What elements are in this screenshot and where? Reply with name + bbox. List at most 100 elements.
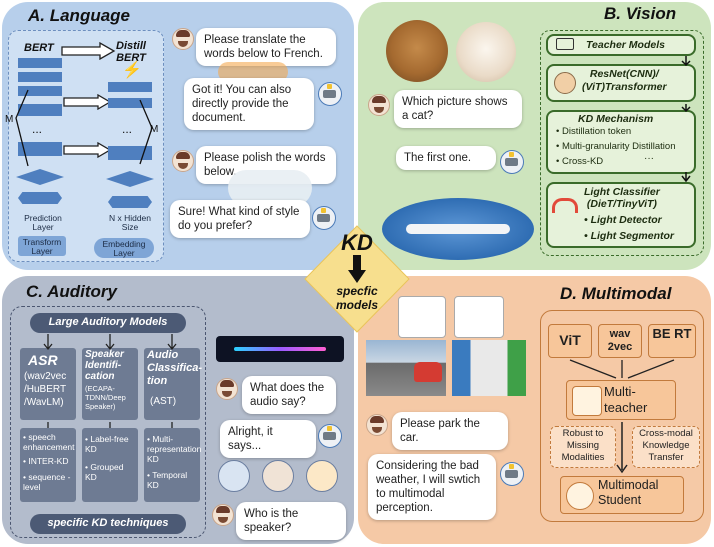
teacher-models-box <box>546 34 696 56</box>
people-icon <box>306 460 338 492</box>
bert-layer <box>18 72 62 82</box>
teacher-arrows <box>569 359 675 379</box>
technique: • Grouped KD <box>85 462 124 482</box>
technique: • sequence -level <box>23 472 71 492</box>
mechanism-item: • Cross-KD <box>556 156 604 167</box>
cross-modal-label: Cross-modal Knowledge Transfer <box>639 428 693 463</box>
chat-message: Please translate the words below to Fren… <box>196 28 336 66</box>
asr-detail: (wav2vec /HuBERT /WavLM) <box>24 371 67 408</box>
vision-arrows <box>681 56 691 183</box>
student-arrow <box>616 422 628 474</box>
chat-message: Sure! What kind of style do you prefer? <box>170 200 310 238</box>
embedding-layer-label: Embedding Layer <box>102 239 146 258</box>
distill-arrow-3 <box>63 142 112 158</box>
embedding-layer-box <box>94 238 154 258</box>
light-classifier-label: Light Classifier(DieT/TinyViT) <box>584 186 660 210</box>
speaker-label: Speaker Identifi-cation <box>85 349 124 382</box>
multi-teacher-label: Multi-teacher <box>604 384 648 415</box>
wav2vec-box: wav 2vec <box>598 324 642 358</box>
asr-techniques <box>20 428 76 502</box>
audio-box <box>144 348 200 420</box>
light-models-box <box>546 182 696 248</box>
bert-layer <box>18 142 62 156</box>
technique: • Temporal KD <box>147 470 188 490</box>
translate-decoration <box>218 62 288 82</box>
user-avatar <box>216 378 238 400</box>
waveform-image <box>216 336 344 362</box>
kd-down-arrow <box>348 255 366 283</box>
bert-box: BE RT <box>648 324 696 358</box>
large-models-label: Large Auditory Models <box>48 316 168 328</box>
distill-arrow <box>61 42 116 60</box>
mechanism-item: • Distillation token <box>556 126 632 137</box>
specific-kd-pill <box>30 514 186 534</box>
dog-image <box>456 22 516 82</box>
distill-diamond <box>106 171 154 187</box>
vision-flow-box <box>540 30 704 256</box>
parking-scene-image <box>452 340 526 396</box>
technique: • INTER-KD <box>23 456 69 466</box>
technique: • Multi-representation KD <box>147 434 202 464</box>
hidden-size-label: N x Hidden Size <box>108 213 152 232</box>
student-label: Multimodal Student <box>598 478 659 507</box>
transform-layer-box <box>18 236 66 256</box>
cross-modal-box <box>632 426 700 468</box>
auditory-title: C. Auditory <box>26 282 117 301</box>
resnet-label: ResNet(CNN)/(ViT)Transformer <box>582 68 667 93</box>
user-avatar <box>172 150 194 172</box>
people-icon <box>262 460 294 492</box>
distill-layer <box>108 98 152 108</box>
multimodal-flow-box <box>540 310 704 522</box>
vision-title: B. Vision <box>604 4 677 23</box>
transform-layer-label: Transform Layer <box>22 237 62 256</box>
distill-dots: ... <box>122 122 133 136</box>
light-detector-label: • Light Detector <box>584 214 662 226</box>
bert-label: BERT <box>24 42 54 54</box>
large-models-pill <box>30 313 186 333</box>
kd-mechanism-label: KD Mechanism <box>578 113 654 125</box>
technique: • speech enhancement <box>23 432 75 452</box>
cat-image <box>386 20 448 82</box>
kd-mechanism-box <box>546 110 696 174</box>
user-avatar <box>172 28 194 50</box>
chat-message: Alright, it says... <box>220 420 316 458</box>
network-icon <box>454 296 504 338</box>
robot-avatar <box>500 150 524 174</box>
chat-message: Which picture shows a cat? <box>394 90 522 128</box>
mechanism-ellipsis: ··· <box>644 153 654 164</box>
gauge-icon <box>552 198 578 213</box>
auditory-flow-box <box>10 306 206 538</box>
chat-message: Please park the car. <box>392 412 508 450</box>
sensor-icons <box>398 296 446 338</box>
distill-layer <box>108 82 152 92</box>
audio-techniques <box>144 428 200 502</box>
technique: • Label-free KD <box>85 434 129 454</box>
user-avatar <box>212 504 234 526</box>
teacher-icon <box>554 72 576 94</box>
distill-layer <box>108 146 152 160</box>
kd-label: KD <box>341 230 373 255</box>
distill-bracket <box>139 99 153 165</box>
chat-message: What does the audio say? <box>242 376 336 414</box>
language-title: A. Language <box>28 6 131 25</box>
auditory-arrows <box>43 334 177 437</box>
student-icon <box>566 482 594 510</box>
chat-message: The first one. <box>396 146 496 170</box>
chat-message: Got it! You can also directly provide th… <box>184 78 314 130</box>
vit-box: ViT <box>548 324 592 358</box>
multimodal-title: D. Multimodal <box>560 284 672 303</box>
distill-hex <box>108 196 152 208</box>
bert-hex <box>18 192 62 204</box>
robot-avatar <box>500 462 524 486</box>
bert-layer <box>18 58 62 68</box>
airplane-body <box>406 224 510 234</box>
bert-bracket <box>15 89 29 167</box>
speaker-techniques <box>82 428 138 502</box>
robot-avatar <box>318 424 342 448</box>
user-avatar <box>368 94 390 116</box>
monitor-icon <box>556 38 574 50</box>
chat-message: Who is the speaker? <box>236 502 346 540</box>
audio-detail: (AST) <box>150 396 177 407</box>
robust-label: Robust to Missing Modalities <box>561 428 605 463</box>
